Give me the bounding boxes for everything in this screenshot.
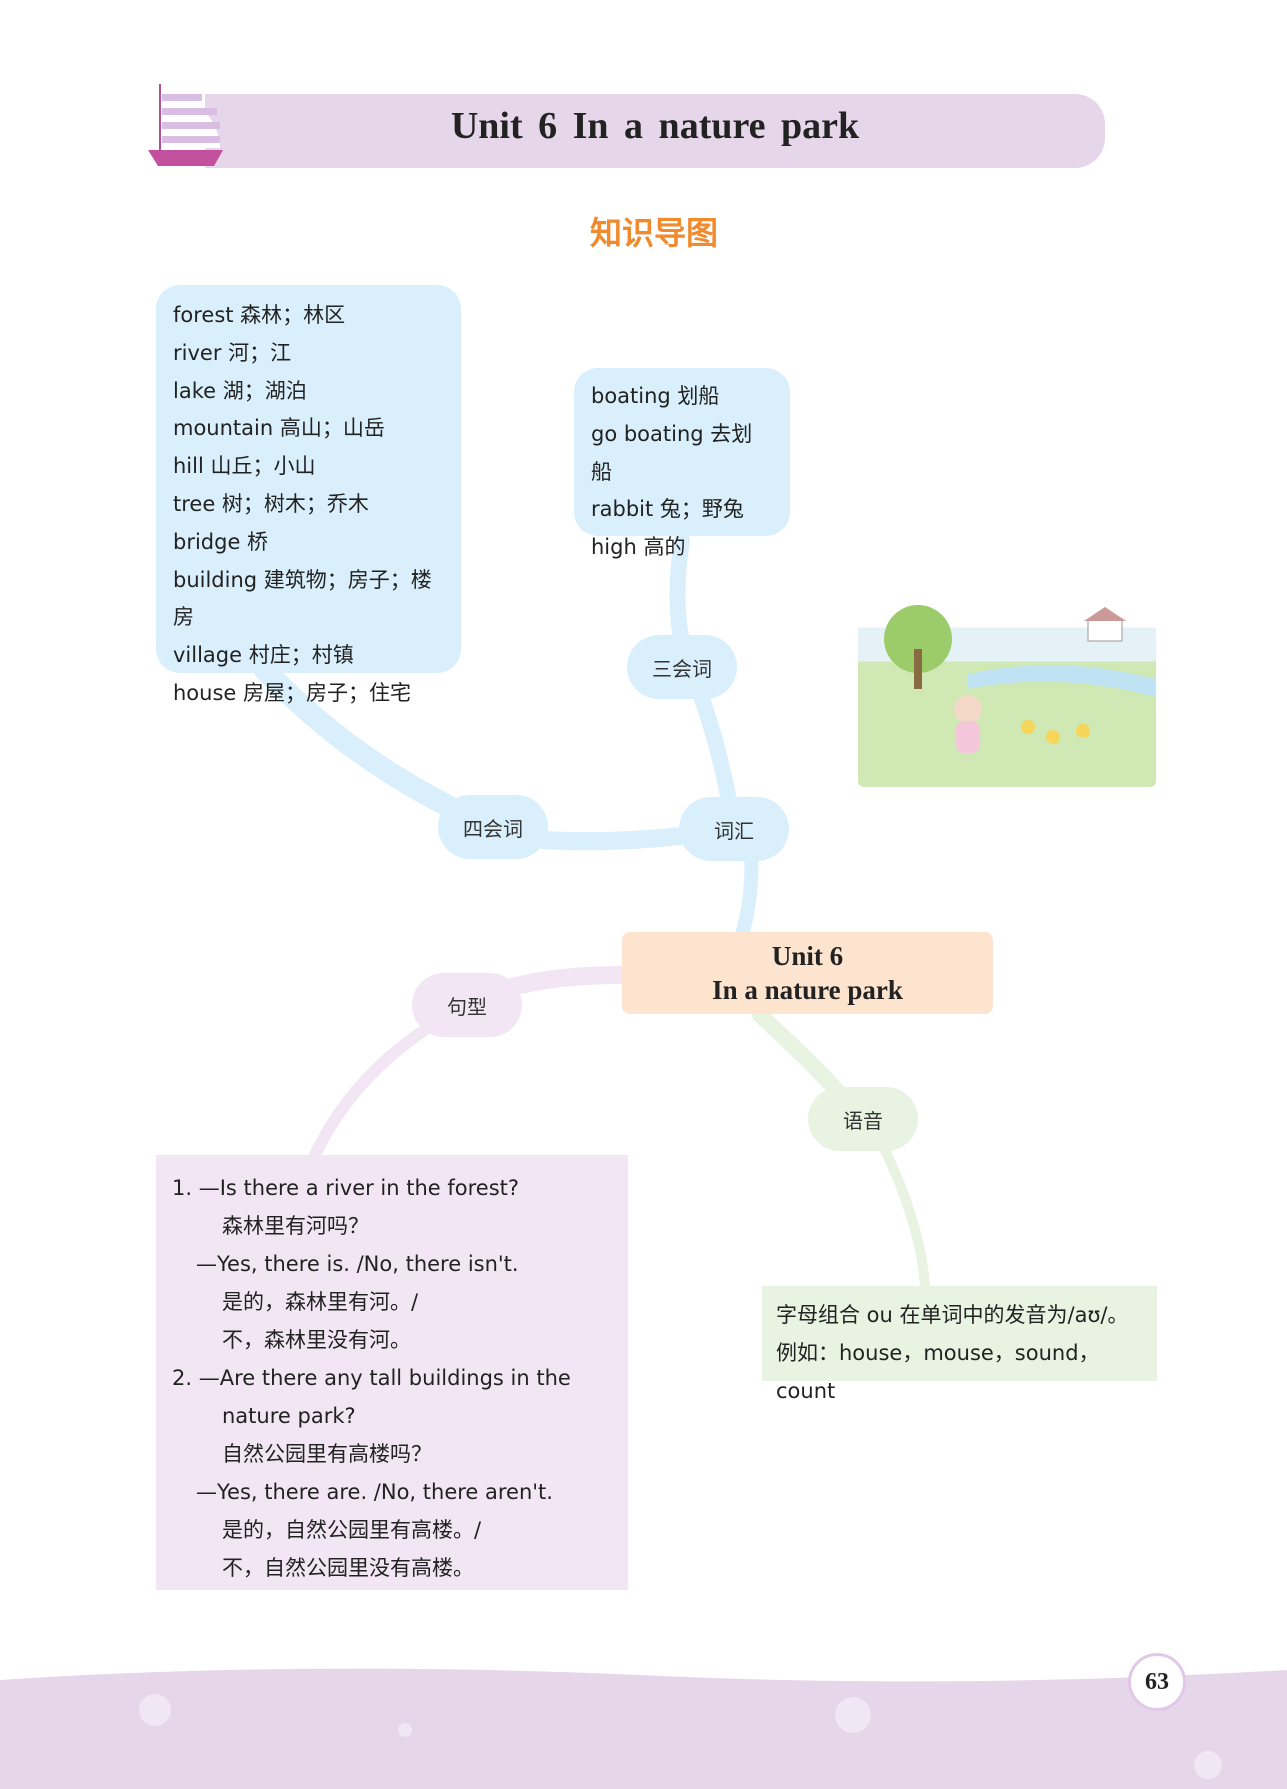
page-title: Unit 6 In a nature park [450,105,860,147]
sentence-line: —Yes, there are. /No, there aren't. [196,1480,553,1504]
sentence-line: 森林里有河吗？ [222,1214,369,1238]
vocab-item: rabbit 兔；野兔 [591,497,744,522]
sentence-line: 不，森林里没有河。 [222,1328,411,1352]
vocab-item: hill 山丘；小山 [173,454,316,479]
four-skill-vocab-box: forest 森林；林区 river 河；江 lake 湖；湖泊 mountai… [156,285,461,705]
vocab-item: river 河；江 [173,340,292,365]
phonics-examples: 例如：house，mouse，sound，count [776,1341,1100,1403]
vocab-item: mountain 高山；山岳 [173,416,385,441]
vocab-item: tree 树；树木；乔木 [173,491,369,516]
vocab-item: forest 森林；林区 [173,303,346,327]
sentence-line: —Yes, there is. /No, there isn't. [196,1252,519,1276]
three-skill-vocab-box: boating 划船 go boating 去划船 rabbit 兔；野兔 hi… [574,368,790,559]
node-three-skill-words: 三会词 [627,635,737,699]
phonics-rule: 字母组合 ou 在单词中的发音为/aʊ/。 [776,1303,1129,1327]
vocab-item: house 房屋；房子；住宅 [173,680,412,705]
node-phonics: 语音 [808,1087,918,1151]
sailboat-icon [148,84,223,166]
sentence-line: 是的，森林里有河。/ [222,1290,419,1314]
vocab-item: lake 湖；湖泊 [173,378,307,403]
footer-wave [0,1668,1287,1789]
sentence-line: 是的，自然公园里有高楼。/ [222,1518,482,1542]
sentence-line: 1. —Is there a river in the forest? [172,1176,520,1200]
center-topic-unit: Unit 6 [771,941,844,971]
phonics-box: 字母组合 ou 在单词中的发音为/aʊ/。 例如：house，mouse，sou… [762,1286,1157,1403]
node-sentence-patterns: 句型 [412,973,522,1037]
node-vocabulary: 词汇 [679,797,789,861]
vocab-item: bridge 桥 [173,529,269,554]
section-heading: 知识导图 [589,214,718,252]
center-topic-title: In a nature park [712,975,903,1005]
title-banner [205,94,1105,168]
vocab-item: boating 划船 [591,384,720,408]
sentence-line: 2. —Are there any tall buildings in the [172,1366,571,1390]
sentence-line: 自然公园里有高楼吗？ [222,1442,432,1466]
center-topic: Unit 6 In a nature park [622,932,993,1014]
sentence-line: 不，自然公园里没有高楼。 [222,1556,474,1580]
sentence-patterns-box: 1. —Is there a river in the forest? 森林里有… [156,1155,628,1590]
sentence-line: nature park? [222,1404,356,1428]
vocab-item: village 村庄；村镇 [173,643,354,668]
vocab-item: high 高的 [591,535,686,560]
vocab-item: building 建筑物；房子；楼房 [173,567,432,630]
vocab-item: go boating 去划船 [591,421,753,484]
page-number: 63 [1128,1653,1186,1711]
nature-park-illustration [858,559,1156,787]
node-four-skill-words: 四会词 [438,795,548,859]
